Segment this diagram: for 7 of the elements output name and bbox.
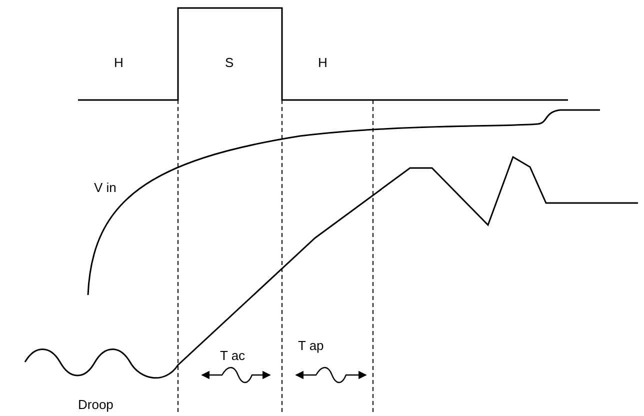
state-label: S — [225, 55, 234, 70]
interval-label: T ac — [220, 348, 246, 363]
signal-label: V in — [94, 180, 116, 195]
state-label: H — [114, 55, 124, 70]
state-label: H — [318, 55, 328, 70]
signal-label: Droop — [78, 397, 114, 412]
interval-label: T ap — [298, 338, 324, 353]
